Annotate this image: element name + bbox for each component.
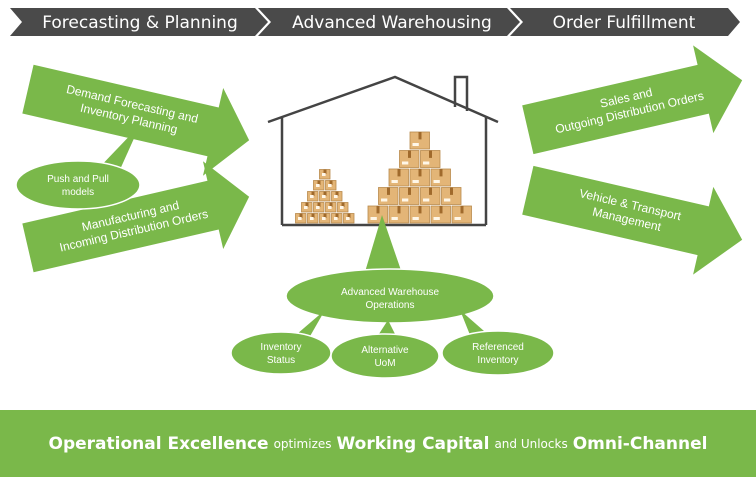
box-label-icon bbox=[340, 206, 344, 209]
bubble-push-pull-line2: models bbox=[62, 187, 94, 198]
banner-label-warehousing: Advanced Warehousing bbox=[292, 13, 492, 33]
box-tape-icon bbox=[397, 169, 401, 177]
box-label-icon bbox=[454, 217, 461, 220]
box-tape-icon bbox=[439, 206, 443, 214]
box-label-icon bbox=[298, 217, 302, 220]
inventory-status-line2: Status bbox=[267, 355, 295, 366]
box-tape-icon bbox=[311, 191, 315, 196]
box-label-icon bbox=[370, 217, 377, 220]
footer-omni-channel: Omni-Channel bbox=[572, 433, 708, 454]
arrow-manufacturing: Manufacturing and Incoming Distribution … bbox=[22, 161, 250, 273]
banner-label-fulfillment: Order Fulfillment bbox=[553, 13, 696, 33]
box-tape-icon bbox=[305, 202, 309, 207]
arrow-vehicle-transport: Vehicle & Transport Management bbox=[522, 165, 743, 275]
large-box-pile-icon bbox=[367, 131, 472, 224]
box-label-icon bbox=[412, 217, 419, 220]
box-label-icon bbox=[402, 198, 409, 202]
box-tape-icon bbox=[317, 202, 321, 207]
banner-stage-warehousing[interactable] bbox=[258, 8, 520, 36]
box-label-icon bbox=[322, 173, 326, 176]
box-label-icon bbox=[412, 143, 419, 146]
banner-label-forecasting: Forecasting & Planning bbox=[42, 13, 238, 33]
bubble-push-pull-line1: Push and Pull bbox=[47, 174, 109, 185]
banner-stage-forecasting[interactable] bbox=[10, 8, 268, 36]
box-label-icon bbox=[334, 217, 338, 220]
box-label-icon bbox=[423, 161, 430, 165]
referenced-inventory-line1: Referenced bbox=[472, 342, 524, 353]
box-label-icon bbox=[381, 198, 388, 202]
footer-operational-excellence: Operational Excellence bbox=[48, 433, 269, 454]
box-label-icon bbox=[316, 206, 320, 209]
footer-working-capital: Working Capital bbox=[336, 433, 490, 454]
box-tape-icon bbox=[397, 206, 401, 214]
box-tape-icon bbox=[317, 180, 321, 185]
box-tape-icon bbox=[323, 169, 327, 174]
box-tape-icon bbox=[329, 202, 333, 207]
bubble-inventory-status: Inventory Status bbox=[230, 310, 332, 375]
box-label-icon bbox=[346, 217, 350, 220]
box-tape-icon bbox=[311, 213, 315, 218]
box-tape-icon bbox=[418, 132, 422, 140]
box-tape-icon bbox=[347, 213, 351, 218]
box-tape-icon bbox=[439, 169, 443, 177]
box-label-icon bbox=[322, 195, 326, 198]
bubble-alternative-uom: Alternative UoM bbox=[330, 320, 440, 379]
small-box-pile-icon bbox=[295, 169, 355, 224]
box-label-icon bbox=[412, 180, 419, 183]
box-tape-icon bbox=[429, 150, 432, 158]
box-label-icon bbox=[322, 217, 326, 220]
arrow-sales-outgoing: Sales and Outgoing Distribution Orders bbox=[522, 45, 743, 155]
referenced-inventory-line2: Inventory bbox=[477, 355, 518, 366]
box-label-icon bbox=[391, 217, 398, 220]
box-tape-icon bbox=[335, 213, 339, 218]
process-banner: Forecasting & Planning Advanced Warehous… bbox=[10, 8, 740, 36]
footer-and-unlocks: and Unlocks bbox=[494, 436, 568, 451]
box-tape-icon bbox=[335, 191, 339, 196]
box-label-icon bbox=[310, 195, 314, 198]
bubble-warehouse-operations: Advanced Warehouse Operations bbox=[285, 215, 495, 324]
box-tape-icon bbox=[299, 213, 303, 218]
box-tape-icon bbox=[408, 150, 411, 158]
box-label-icon bbox=[310, 217, 314, 220]
alt-uom-line2: UoM bbox=[374, 358, 395, 369]
box-label-icon bbox=[402, 161, 409, 165]
box-label-icon bbox=[433, 180, 440, 183]
box-label-icon bbox=[444, 198, 451, 202]
box-label-icon bbox=[304, 206, 308, 209]
box-tape-icon bbox=[460, 206, 464, 214]
ops-line2: Operations bbox=[366, 300, 415, 311]
box-tape-icon bbox=[323, 213, 327, 218]
box-tape-icon bbox=[341, 202, 345, 207]
box-tape-icon bbox=[387, 187, 390, 195]
bubble-push-pull: Push and Pull models bbox=[15, 125, 141, 210]
footer-tagline: Operational Excellence optimizes Working… bbox=[0, 410, 756, 477]
alt-uom-line1: Alternative bbox=[361, 345, 409, 356]
banner-stage-fulfillment[interactable] bbox=[510, 8, 740, 36]
box-tape-icon bbox=[323, 191, 327, 196]
box-label-icon bbox=[391, 180, 398, 183]
box-tape-icon bbox=[429, 187, 432, 195]
box-tape-icon bbox=[418, 169, 422, 177]
box-label-icon bbox=[334, 195, 338, 198]
box-label-icon bbox=[328, 206, 332, 209]
inventory-status-line1: Inventory bbox=[260, 342, 301, 353]
box-tape-icon bbox=[376, 206, 380, 214]
box-label-icon bbox=[328, 184, 332, 187]
footer-optimizes: optimizes bbox=[273, 436, 332, 451]
box-tape-icon bbox=[450, 187, 453, 195]
bubble-referenced-inventory: Referenced Inventory bbox=[441, 310, 555, 376]
box-tape-icon bbox=[329, 180, 333, 185]
box-label-icon bbox=[423, 198, 430, 202]
box-label-icon bbox=[433, 217, 440, 220]
box-tape-icon bbox=[418, 206, 422, 214]
box-tape-icon bbox=[408, 187, 411, 195]
box-label-icon bbox=[316, 184, 320, 187]
ops-line1: Advanced Warehouse bbox=[341, 287, 439, 298]
